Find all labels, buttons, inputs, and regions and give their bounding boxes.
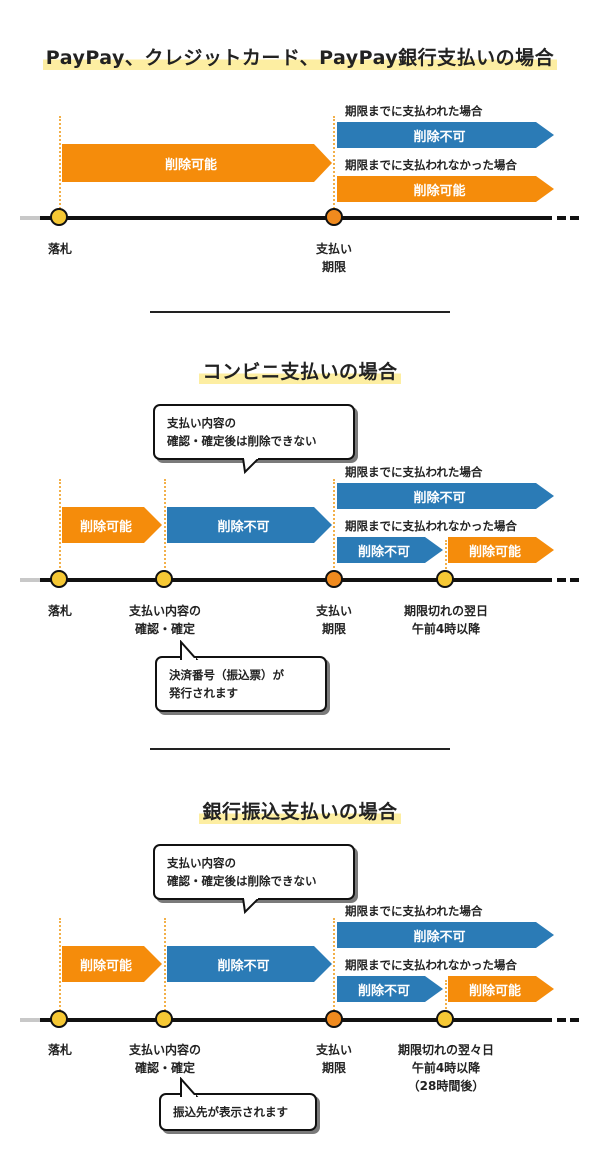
guide-line xyxy=(164,479,166,579)
callout-confirm-lock: 支払い内容の 確認・確定後は削除できない xyxy=(153,844,355,915)
timeline xyxy=(0,205,600,231)
point-payment-confirm xyxy=(155,570,173,588)
point-label: 落札 xyxy=(47,242,72,256)
callout-tail xyxy=(180,1077,199,1097)
guide-line xyxy=(333,116,335,216)
bar-not-deletable: 削除不可 xyxy=(337,922,554,948)
bar-deletable: 削除可能 xyxy=(337,176,554,202)
section-2-title: コンビニ支払いの場合 xyxy=(0,357,600,384)
point-payment-deadline xyxy=(325,1010,343,1028)
bar-not-deletable: 削除不可 xyxy=(337,122,554,148)
point-expiry-next-day xyxy=(436,570,454,588)
caption-paid: 期限までに支払われた場合 xyxy=(345,104,483,118)
point-expiry-day-after-next xyxy=(436,1010,454,1028)
callout-tail xyxy=(180,640,199,660)
section-3-title: 銀行振込支払いの場合 xyxy=(0,797,600,824)
timeline xyxy=(0,567,600,593)
guide-line xyxy=(333,918,335,1018)
guide-line xyxy=(333,479,335,579)
point-label: 期限切れの翌日 午前4時以降 xyxy=(403,604,488,636)
caption-unpaid: 期限までに支払われなかった場合 xyxy=(345,519,517,533)
point-winning-bid xyxy=(50,208,68,226)
guide-line xyxy=(445,980,447,1020)
callout-payment-number: 決済番号（振込票）が 発行されます xyxy=(155,640,327,712)
point-label: 支払い 期限 xyxy=(315,1043,352,1075)
callout-confirm-lock: 支払い内容の 確認・確定後は削除できない xyxy=(153,404,355,475)
bar-deletable: 削除可能 xyxy=(62,144,332,182)
bar-deletable: 削除可能 xyxy=(448,976,554,1002)
guide-line xyxy=(59,479,61,579)
point-payment-deadline xyxy=(325,208,343,226)
point-label: 支払い 期限 xyxy=(315,604,352,636)
point-payment-confirm xyxy=(155,1010,173,1028)
callout-transfer-destination: 振込先が表示されます xyxy=(159,1077,317,1131)
bar-deletable: 削除可能 xyxy=(448,537,554,563)
bar-deletable: 削除可能 xyxy=(62,507,162,543)
point-label: 落札 xyxy=(47,1043,72,1057)
point-label: 落札 xyxy=(47,604,72,618)
caption-paid: 期限までに支払われた場合 xyxy=(345,904,483,918)
bar-deletable: 削除可能 xyxy=(62,946,162,982)
bar-not-deletable: 削除不可 xyxy=(167,507,332,543)
guide-line xyxy=(445,540,447,580)
point-label: 支払い 期限 xyxy=(315,242,352,274)
bar-not-deletable: 削除不可 xyxy=(337,976,443,1002)
bar-not-deletable: 削除不可 xyxy=(337,537,443,563)
caption-unpaid: 期限までに支払われなかった場合 xyxy=(345,158,517,172)
point-label: 支払い内容の 確認・確定 xyxy=(128,604,201,636)
callout-tail xyxy=(241,898,261,915)
callout-tail xyxy=(241,458,261,475)
guide-line xyxy=(59,918,61,1018)
point-label: 期限切れの翌々日 午前4時以降 （28時間後） xyxy=(397,1043,494,1093)
section-1-title: PayPay、クレジットカード、PayPay銀行支払いの場合 xyxy=(0,43,600,70)
point-payment-deadline xyxy=(325,570,343,588)
bar-not-deletable: 削除不可 xyxy=(337,483,554,509)
point-winning-bid xyxy=(50,570,68,588)
guide-line xyxy=(59,116,61,216)
timeline xyxy=(0,1007,600,1033)
point-label: 支払い内容の 確認・確定 xyxy=(128,1043,201,1075)
caption-unpaid: 期限までに支払われなかった場合 xyxy=(345,958,517,972)
caption-paid: 期限までに支払われた場合 xyxy=(345,465,483,479)
bar-not-deletable: 削除不可 xyxy=(167,946,332,982)
point-winning-bid xyxy=(50,1010,68,1028)
section-divider xyxy=(150,311,450,313)
section-divider xyxy=(150,748,450,750)
guide-line xyxy=(164,918,166,1018)
